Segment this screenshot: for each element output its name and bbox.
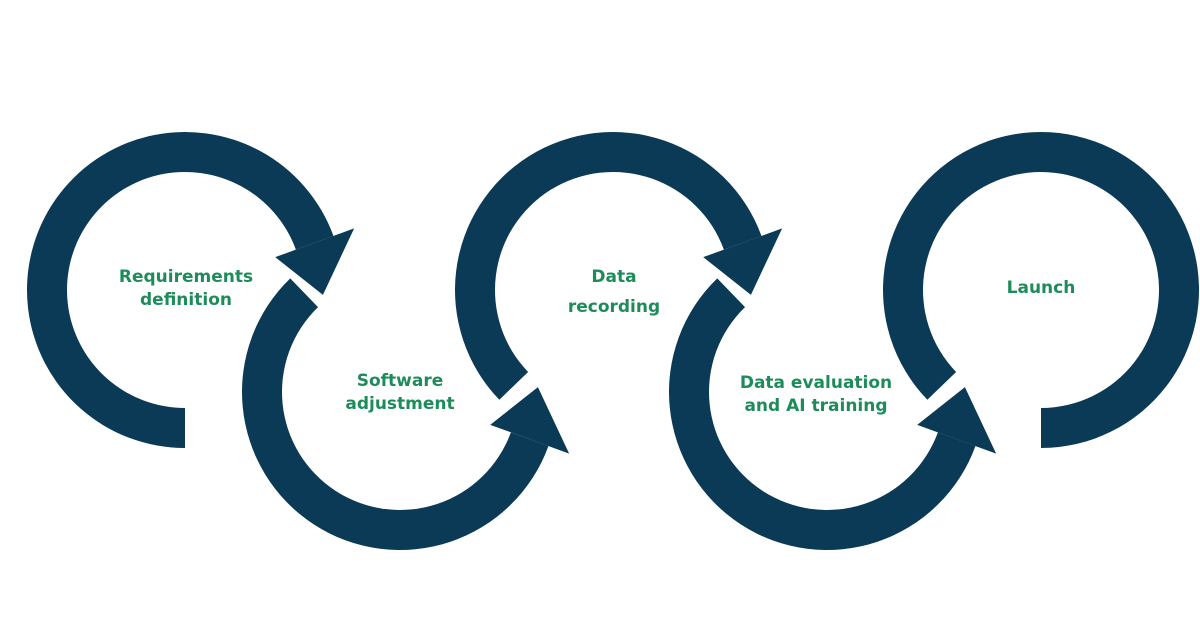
step-label-evaluation: Data evaluation and AI training	[740, 372, 892, 418]
step-label-line: adjustment	[345, 394, 455, 414]
arrowhead-icon-software	[490, 387, 570, 454]
step-label-line: Requirements	[118, 267, 254, 287]
step-label-recording: Data recording	[568, 262, 660, 322]
step-label-line: Launch	[1006, 278, 1076, 298]
step-label-line: definition	[140, 290, 232, 310]
step-label-line: recording	[567, 297, 661, 317]
step-label-line: Data evaluation	[739, 373, 893, 393]
ring-arc-software	[242, 278, 549, 550]
ring-arc-evaluation	[669, 278, 976, 550]
arrowhead-icon-requirements	[275, 228, 355, 295]
arrowhead-icon-recording	[703, 228, 783, 295]
step-label-software: Software adjustment	[345, 370, 454, 416]
arrowhead-icon-evaluation	[917, 387, 997, 454]
step-label-line: Data	[591, 267, 637, 287]
step-label-line: and AI training	[744, 396, 888, 416]
step-label-line: Software	[356, 371, 444, 391]
step-label-requirements: Requirements definition	[119, 266, 253, 312]
ring-arc-recording	[455, 131, 762, 400]
step-label-launch: Launch	[1007, 277, 1076, 300]
